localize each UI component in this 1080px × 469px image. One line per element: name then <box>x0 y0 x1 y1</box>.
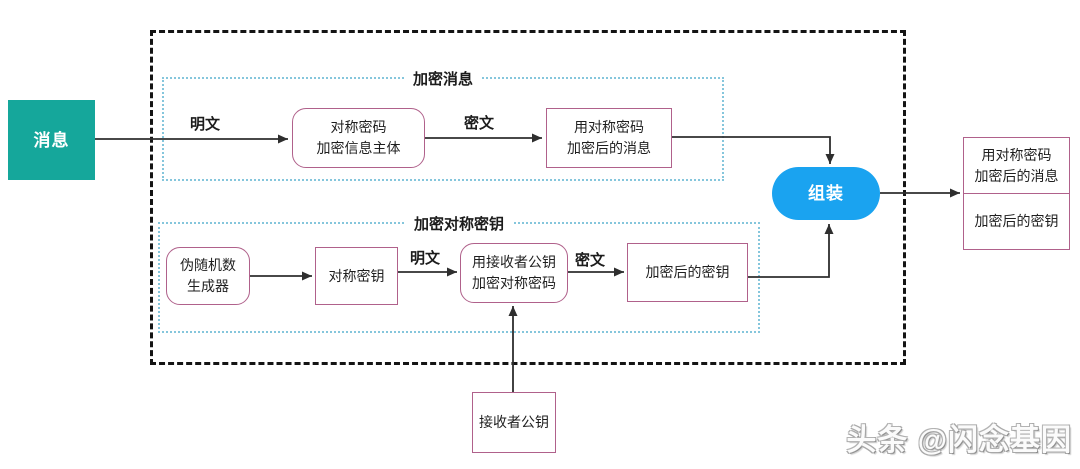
node-sym-key-label: 对称密钥 <box>328 267 385 284</box>
node-encrypted-key: 加密后的密钥 <box>627 243 748 302</box>
node-message: 消息 <box>8 100 95 180</box>
group-encrypt-message-label: 加密消息 <box>404 68 482 89</box>
node-assemble: 组装 <box>772 167 880 220</box>
node-prng: 伪随机数 生成器 <box>166 247 250 305</box>
output-encrypted-message-cell: 用对称密码 加密后的消息 <box>964 138 1069 194</box>
node-pubkey-encrypt-line2: 加密对称密码 <box>472 275 556 291</box>
node-encrypted-key-label: 加密后的密钥 <box>645 264 730 280</box>
node-symmetric-cipher-body-line2: 加密信息主体 <box>316 140 401 156</box>
node-pubkey-encrypt-line1: 用接收者公钥 <box>472 254 556 270</box>
node-sym-key: 对称密钥 <box>315 247 398 305</box>
node-encrypted-message-line1: 用对称密码 <box>574 119 644 135</box>
node-encrypted-message: 用对称密码 加密后的消息 <box>546 108 672 168</box>
edge-label-ciphertext-bottom: 密文 <box>575 252 606 269</box>
node-encrypted-message-line2: 加密后的消息 <box>567 140 651 156</box>
edge-label-plaintext-bottom: 明文 <box>410 250 441 267</box>
node-output-package: 用对称密码 加密后的消息 加密后的密钥 <box>963 137 1070 250</box>
node-prng-line1: 伪随机数 <box>180 257 236 273</box>
output-encrypted-message-line2: 加密后的消息 <box>974 167 1059 184</box>
group-encrypt-sym-key-label: 加密对称密钥 <box>405 213 513 234</box>
node-receiver-pubkey: 接收者公钥 <box>472 392 556 453</box>
output-encrypted-key-cell: 加密后的密钥 <box>964 194 1069 249</box>
output-encrypted-message-line1: 用对称密码 <box>981 146 1052 163</box>
node-prng-line2: 生成器 <box>187 278 229 294</box>
node-assemble-label: 组装 <box>808 184 844 203</box>
outer-dashed-boundary <box>150 30 906 365</box>
node-symmetric-cipher-body-line1: 对称密码 <box>330 119 387 135</box>
group-encrypt-message: 加密消息 <box>162 68 724 181</box>
node-receiver-pubkey-label: 接收者公钥 <box>479 414 549 430</box>
node-symmetric-cipher-body: 对称密码 加密信息主体 <box>292 108 425 168</box>
edge-label-plaintext-top: 明文 <box>190 116 221 133</box>
output-encrypted-key-label: 加密后的密钥 <box>974 213 1059 229</box>
edge-label-ciphertext-top: 密文 <box>464 115 495 132</box>
watermark: 头条 @闪念基因 <box>846 424 1072 457</box>
node-message-label: 消息 <box>33 130 70 150</box>
node-pubkey-encrypt: 用接收者公钥 加密对称密码 <box>460 243 568 303</box>
